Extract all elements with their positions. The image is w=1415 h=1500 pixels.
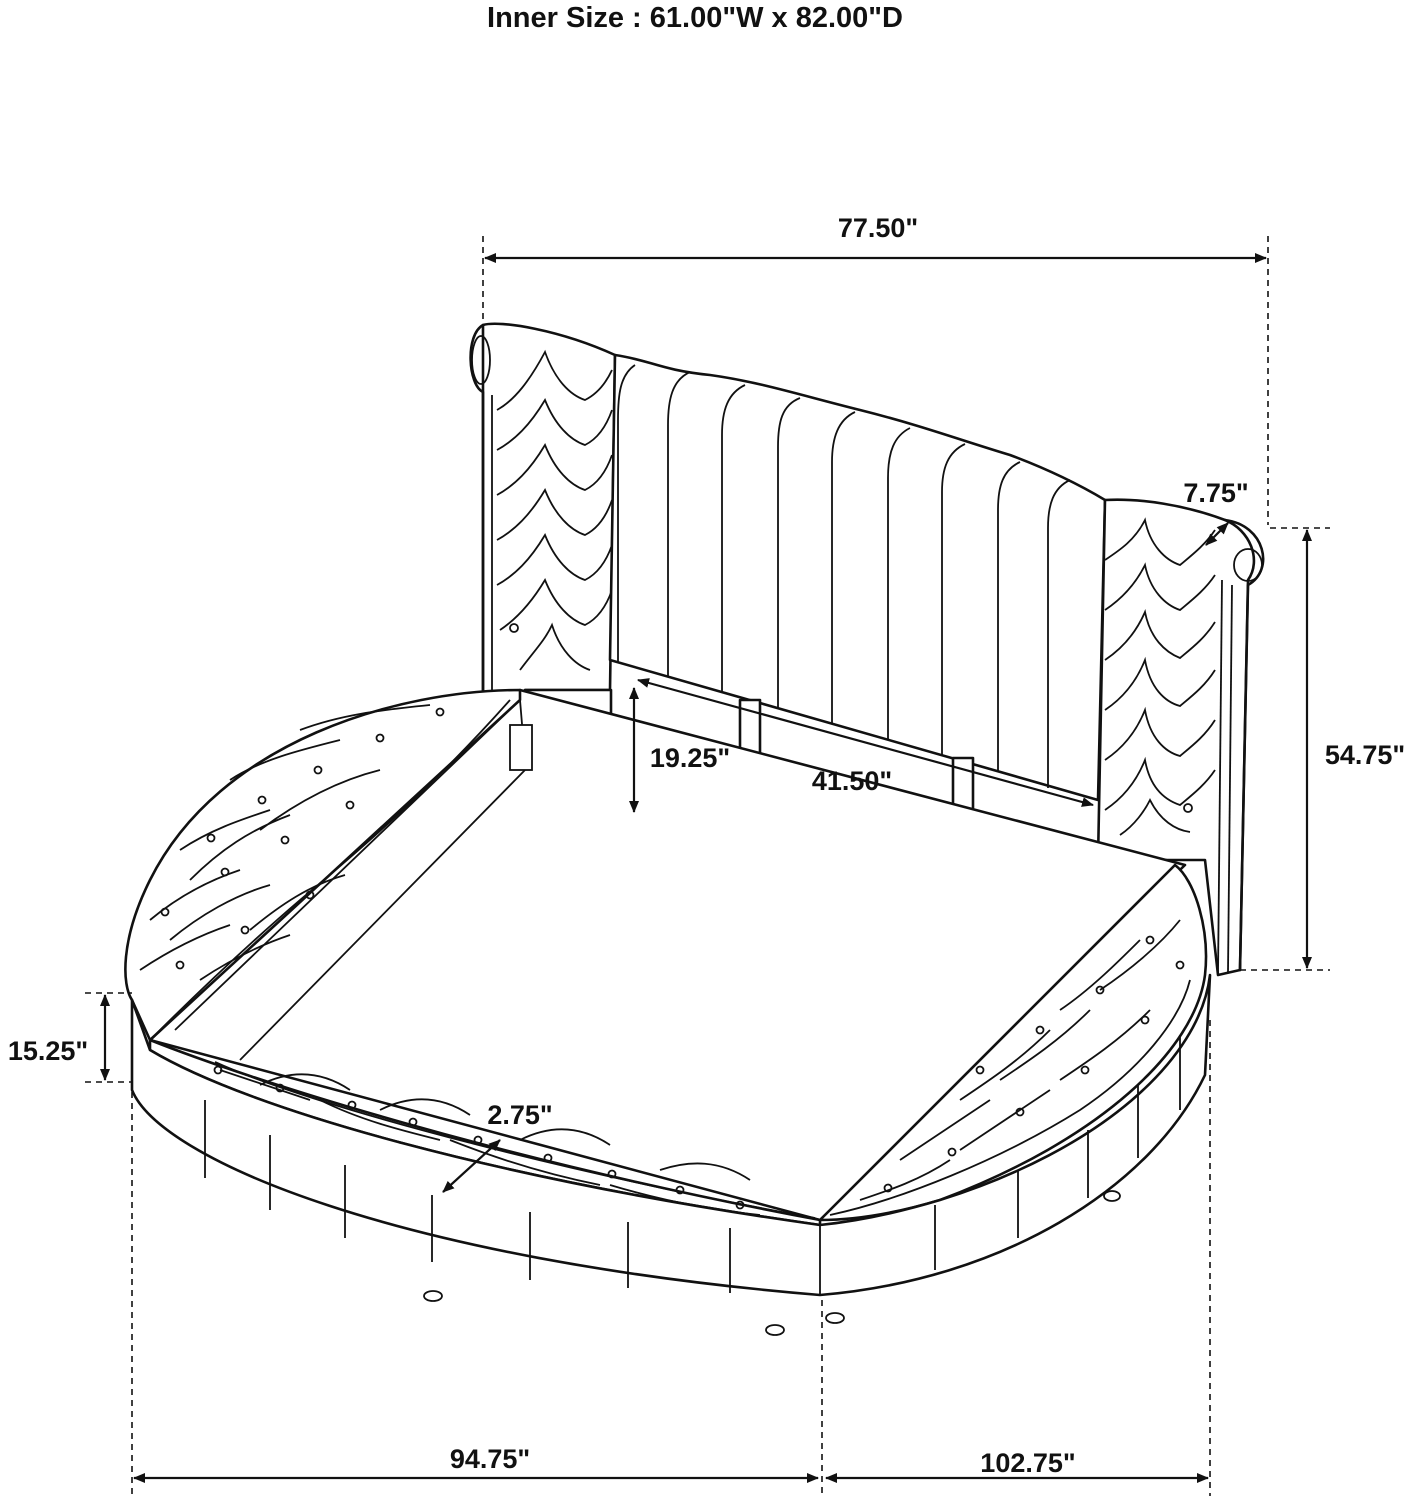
front-rim-tufting bbox=[213, 1065, 761, 1216]
rim-width-label: 2.75" bbox=[487, 1100, 552, 1130]
base-side bbox=[130, 973, 1212, 1297]
right-rim-tufting bbox=[859, 919, 1185, 1201]
right-wing-roll bbox=[1223, 518, 1265, 972]
wing-depth-label: 7.75" bbox=[1183, 478, 1248, 508]
channel-tufting bbox=[617, 364, 1071, 788]
inner-size-title: Inner Size : 61.00"W x 82.00"D bbox=[487, 2, 903, 34]
width-label: 77.50" bbox=[838, 213, 918, 243]
leg-clearance-label: 19.25" bbox=[650, 743, 730, 773]
height-label: 54.75" bbox=[1325, 740, 1405, 770]
rail-bracket bbox=[509, 724, 533, 771]
platform bbox=[124, 688, 1212, 1336]
base-panels bbox=[204, 1035, 1181, 1295]
left-width-label: 94.75" bbox=[450, 1444, 530, 1474]
left-rim-tufting bbox=[139, 704, 445, 981]
platform-height-label: 15.25" bbox=[8, 1036, 88, 1066]
left-wing-roll bbox=[469, 323, 485, 692]
right-wing-tufting bbox=[1104, 517, 1216, 836]
left-wing-tufting bbox=[496, 349, 613, 671]
left-tufted-rim bbox=[124, 688, 522, 1042]
base-feet bbox=[423, 1190, 1121, 1336]
dimension-lines bbox=[85, 236, 1330, 1496]
right-width-label: 102.75" bbox=[980, 1448, 1075, 1478]
inner-rail-label: 41.50" bbox=[812, 766, 892, 796]
